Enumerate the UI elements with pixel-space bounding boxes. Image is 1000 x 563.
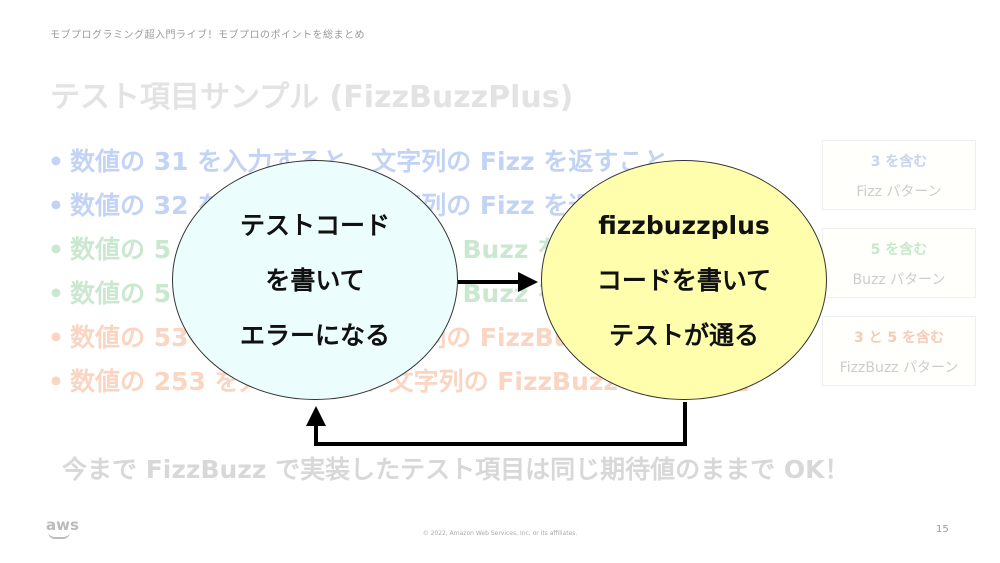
arrow-return (306, 402, 687, 446)
ellipse-line: コードを書いて (596, 265, 772, 295)
pattern-box-label: Buzz パターン (852, 272, 946, 288)
bullet-dot-icon: • (48, 235, 64, 264)
aws-smile-icon (48, 532, 70, 539)
page-number: 15 (936, 524, 949, 535)
pattern-box-label: Fizz パターン (856, 184, 942, 200)
bullet-dot-icon: • (48, 279, 64, 308)
page-title: テスト項目サンプル (FizzBuzzPlus) (50, 80, 574, 115)
copyright: © 2022, Amazon Web Services, Inc. or its… (422, 530, 578, 537)
ellipse-line: テストが通る (608, 320, 759, 350)
pattern-box-buzz: 5 を含む Buzz パターン (822, 228, 976, 298)
pattern-box-heading: 3 を含む (870, 154, 928, 170)
green-phase-ellipse: fizzbuzzplus コードを書いて テストが通る (541, 160, 827, 400)
pattern-box-fizzbuzz: 3 と 5 を含む FizzBuzz パターン (822, 316, 976, 386)
pattern-box-heading: 5 を含む (870, 242, 928, 258)
aws-logo: aws (46, 516, 79, 539)
breadcrumb: モブプログラミング超入門ライブ！モブプロのポイントを総まとめ (50, 30, 365, 41)
pattern-box-fizz: 3 を含む Fizz パターン (822, 140, 976, 210)
ellipse-line: fizzbuzzplus (598, 210, 770, 240)
ellipse-line: を書いて (265, 265, 365, 295)
red-phase-ellipse: テストコード を書いて エラーになる (172, 160, 458, 400)
summary-message: 今まで FizzBuzz で実装したテスト項目は同じ期待値のままで OK！ (62, 455, 850, 484)
ellipse-line: テストコード (239, 210, 390, 240)
bullet-dot-icon: • (48, 147, 64, 176)
ellipse-line: エラーになる (239, 320, 390, 350)
pattern-box-label: FizzBuzz パターン (839, 360, 959, 376)
pattern-box-heading: 3 と 5 を含む (853, 330, 945, 346)
bullet-dot-icon: • (48, 323, 64, 352)
bullet-dot-icon: • (48, 191, 64, 220)
aws-logo-text: aws (46, 516, 79, 534)
bullet-dot-icon: • (48, 367, 64, 396)
